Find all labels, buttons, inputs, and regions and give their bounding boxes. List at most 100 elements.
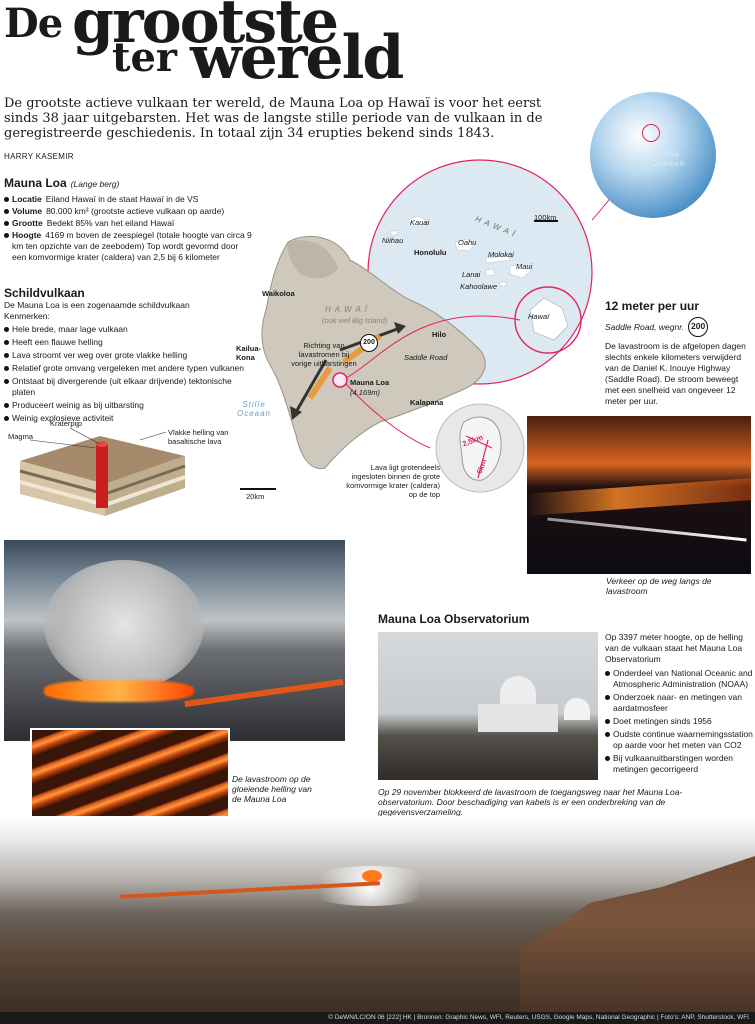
kenmerk-item-text: Ontstaat bij divergerende (uit elkaar dr… (12, 376, 232, 397)
bullet-icon (605, 756, 610, 761)
title-word-de: De (4, 0, 63, 47)
speed-heading: 12 meter per uur (605, 299, 700, 313)
inset-niihau: Niihau (382, 236, 404, 245)
observatory-item: Bij vulkaanuitbarstingen worden metingen… (605, 753, 753, 775)
label-kraterpijp: Kraterpijp (50, 419, 83, 428)
inset-scale: 100km (534, 213, 557, 222)
lava-photo-caption: De lavastroom op de gloeiende helling va… (232, 774, 312, 804)
bullet-icon (4, 366, 9, 371)
kenmerk-item: Lava stroomt ver weg over grote vlakke h… (4, 350, 249, 361)
fact-value: 80.000 km³ (grootste actieve vulkaan op … (46, 206, 225, 216)
observatory-item-text: Onderzoek naar- en metingen van aardatmo… (613, 692, 742, 713)
footer-bar (0, 1012, 755, 1024)
bullet-icon (605, 671, 610, 676)
kenmerk-item-text: Relatief grote omvang vergeleken met and… (12, 363, 245, 373)
footer-credits: © DeWN/LC/ON 06 [222] HK | Bronnen: Grap… (328, 1014, 749, 1021)
inset-kahoolawe: Kahoolawe (460, 282, 498, 291)
observatory-list: Onderdeel van National Oceanic and Atmos… (605, 668, 753, 775)
inset-kauai: Kauai (410, 218, 430, 227)
road-200-badge: 200 (360, 334, 378, 352)
kenmerk-item: Weinig explosieve activiteit (4, 413, 249, 424)
inset-hawaii: Hawaï (528, 312, 550, 321)
bullet-icon (4, 340, 9, 345)
fact-value: Eiland Hawaï in de staat Hawaï in de VS (45, 194, 199, 204)
observatory-item-text: Doet metingen sinds 1956 (613, 716, 712, 726)
observatory-item: Oudste continue waarnemingsstation op aa… (605, 729, 753, 751)
mauna-loa-heading: Mauna Loa (4, 176, 67, 190)
title-word-wereld: wereld (190, 23, 404, 93)
big-island-map (240, 150, 654, 493)
schildvulkaan-heading: Schildvulkaan (4, 286, 85, 300)
byline: HARRY KASEMIR (4, 152, 74, 161)
eruption-photo (4, 540, 345, 741)
panorama-fountain (362, 870, 382, 882)
bullet-icon (4, 197, 9, 202)
speed-photo-caption: Verkeer op de weg langs de lavastroom (606, 576, 712, 596)
bullet-icon (605, 695, 610, 700)
traffic-lights (547, 517, 747, 542)
lava-glow (527, 478, 751, 516)
big-island-sublabel: (ook wel Big Island) (322, 316, 388, 325)
panorama-rocks (520, 856, 755, 1012)
schildvulkaan-section: Schildvulkaan De Mauna Loa is een zogena… (4, 286, 249, 426)
kenmerken-label: Kenmerken: (4, 311, 50, 321)
observatory-info: Op 3397 meter hoogte, op de helling van … (605, 632, 753, 777)
observatory-photo (378, 632, 598, 780)
inset-molokai: Molokai (488, 250, 514, 259)
mauna-loa-subtitle: (Lange berg) (70, 179, 120, 189)
observatory-dome (500, 676, 536, 706)
kenmerk-item: Ontstaat bij divergerende (uit elkaar dr… (4, 376, 249, 398)
kenmerk-item: Relatief grote omvang vergeleken met and… (4, 363, 249, 374)
bullet-icon (4, 233, 9, 238)
inset-oahu: Oahu (458, 238, 477, 247)
map-scale: 20km (246, 492, 265, 501)
bullet-icon (4, 327, 9, 332)
kenmerk-item: Produceert weinig as bij uitbarsting (4, 400, 249, 411)
fact-key: Locatie (12, 194, 42, 204)
observatory-item-text: Oudste continue waarnemingsstation op aa… (613, 729, 753, 750)
bullet-icon (4, 353, 9, 358)
observatory-item-text: Onderdeel van National Oceanic and Atmos… (613, 668, 753, 689)
kenmerk-item-text: Heeft een flauwe helling (12, 337, 103, 347)
observatory-building (478, 704, 558, 732)
fact-value: 4169 m boven de zeespiegel (totale hoogt… (12, 230, 252, 262)
bullet-icon (4, 416, 9, 421)
night-lava-photo (527, 416, 751, 574)
town-waikoloa: Waikoloa (262, 289, 295, 298)
lava-river (184, 678, 344, 708)
kenmerk-item: Hele brede, maar lage vulkaan (4, 324, 249, 335)
smoke-plume (44, 560, 204, 690)
bullet-icon (4, 221, 9, 226)
title-word-ter: ter (112, 34, 177, 81)
town-hilo: Hilo (432, 330, 447, 339)
town-kalapana: Kalapana (410, 398, 444, 407)
kenmerk-item-text: Weinig explosieve activiteit (12, 413, 114, 423)
ocean-label: Stille Oceaan (236, 400, 272, 418)
speed-section: 12 meter per uur Saddle Road, wegnr. 200… (605, 299, 753, 407)
speed-road-badge: 200 (688, 317, 709, 337)
kenmerk-item-text: Lava stroomt ver weg over grote vlakke h… (12, 350, 188, 360)
kenmerk-item-text: Hele brede, maar lage vulkaan (12, 324, 128, 334)
shield-volcano-diagram (19, 436, 186, 516)
observatory-item: Doet metingen sinds 1956 (605, 716, 753, 727)
town-kailua-kona: Kailua-Kona (236, 344, 262, 362)
kenmerk-item: Heeft een flauwe helling (4, 337, 249, 348)
summit-height: (4.169m) (350, 388, 381, 397)
label-helling: Vlakke helling van basaltische lava (168, 428, 229, 446)
lava-fountain (44, 680, 194, 702)
bullet-icon (4, 209, 9, 214)
inset-lanai: Lanai (462, 270, 481, 279)
observatory-heading: Mauna Loa Observatorium (378, 612, 530, 626)
observatory-intro: Op 3397 meter hoogte, op de helling van … (605, 632, 743, 664)
speed-road: Saddle Road, wegnr. (605, 321, 685, 332)
globe-marker (642, 124, 660, 142)
observatory-item: Onderzoek naar- en metingen van aardatmo… (605, 692, 753, 714)
saddle-road-label: Saddle Road (404, 353, 448, 362)
